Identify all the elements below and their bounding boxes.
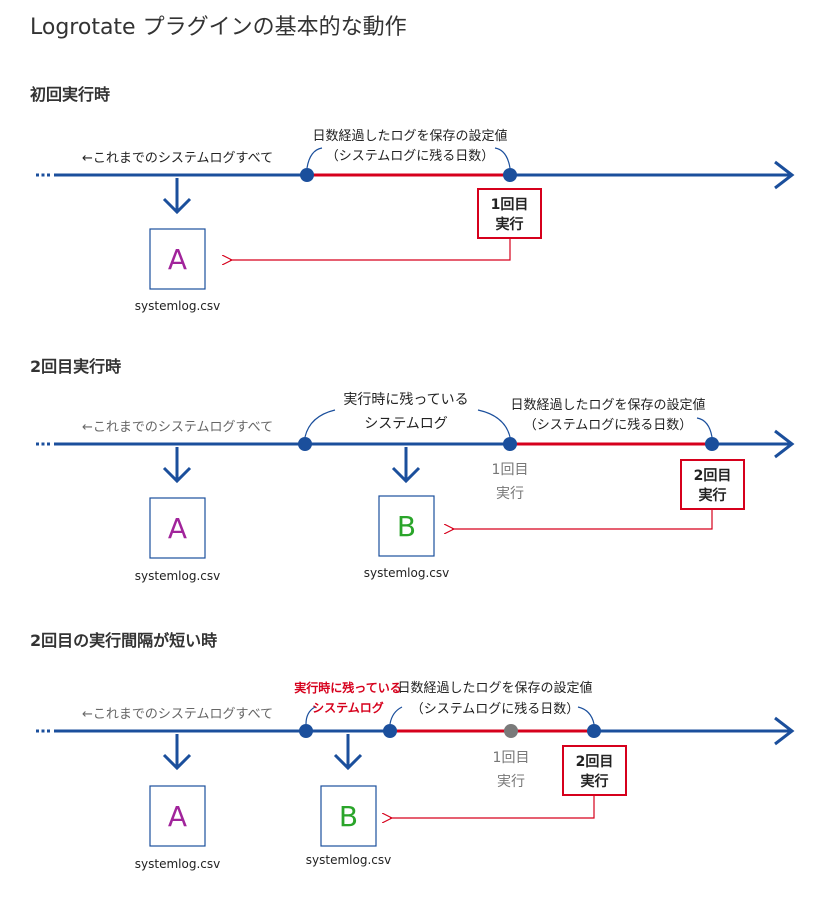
timeline-dot xyxy=(299,724,313,738)
bracket-curve-icon xyxy=(696,417,713,438)
bracket-curve-icon xyxy=(305,706,316,725)
all-logs-label: ←これまでのシステムログすべて xyxy=(82,151,273,166)
retention-sublabel: （システムログに残る日数） xyxy=(411,702,580,717)
run-sublabel: 実行 xyxy=(496,216,524,233)
bracket-curve-icon xyxy=(306,147,323,169)
run-label: 2回目 xyxy=(694,468,732,484)
section-initial-run: 初回実行時 ←これまでのシステムログすべて 日数経過したログを保存の設定値 （シ… xyxy=(30,85,795,313)
run-sublabel: 実行 xyxy=(699,487,727,504)
timeline-dot xyxy=(298,437,312,451)
file-name: systemlog.csv xyxy=(135,299,220,313)
file-box xyxy=(378,495,435,557)
run-box xyxy=(477,188,542,239)
timeline-arrow-icon xyxy=(774,429,795,459)
bracket-curve-icon xyxy=(304,409,336,438)
section-heading: 2回目実行時 xyxy=(30,357,121,376)
file-name: systemlog.csv xyxy=(306,853,391,867)
file-letter: B xyxy=(397,510,416,543)
file-letter: A xyxy=(168,243,187,276)
section-heading: 初回実行時 xyxy=(30,85,110,104)
down-arrow-head-icon xyxy=(333,753,363,771)
file-letter: A xyxy=(168,800,187,833)
bracket-curve-icon xyxy=(389,706,403,725)
retention-label: 日数経過したログを保存の設定値 xyxy=(397,680,592,696)
timeline-dot xyxy=(503,437,517,451)
remaining-logs-sublabel: システムログ xyxy=(312,700,384,715)
timeline-dot xyxy=(503,168,517,182)
bracket-curve-icon xyxy=(477,409,511,438)
file-box xyxy=(320,785,377,847)
retention-sublabel: （システムログに残る日数） xyxy=(524,418,693,433)
down-arrow-head-icon xyxy=(162,197,192,215)
remaining-logs-sublabel: システムログ xyxy=(364,416,448,432)
retention-label: 日数経過したログを保存の設定値 xyxy=(510,397,705,413)
timeline-arrow-icon xyxy=(774,160,795,190)
previous-run-sublabel: 実行 xyxy=(497,774,525,790)
bracket-curve-icon xyxy=(494,147,511,169)
down-arrow-head-icon xyxy=(162,466,192,484)
file-box xyxy=(149,497,206,559)
file-name: systemlog.csv xyxy=(135,569,220,583)
run-box xyxy=(680,459,745,510)
run-label: 2回目 xyxy=(576,754,614,770)
page-title: Logrotate プラグインの基本的な動作 xyxy=(30,15,407,40)
retention-label: 日数経過したログを保存の設定値 xyxy=(312,128,507,144)
all-logs-label: ←これまでのシステムログすべて xyxy=(82,420,273,435)
file-name: systemlog.csv xyxy=(135,857,220,871)
timeline-dot xyxy=(383,724,397,738)
remaining-logs-label: 実行時に残っている xyxy=(343,392,468,408)
output-arrow-icon xyxy=(452,509,713,529)
file-name: systemlog.csv xyxy=(364,566,449,580)
previous-run-sublabel: 実行 xyxy=(496,486,524,502)
timeline-dot xyxy=(587,724,601,738)
run-label: 1回目 xyxy=(491,197,529,213)
timeline-dot xyxy=(705,437,719,451)
down-arrow-head-icon xyxy=(391,466,421,484)
timeline-dot xyxy=(300,168,314,182)
all-logs-label: ←これまでのシステムログすべて xyxy=(82,707,273,722)
remaining-logs-label: 実行時に残っている xyxy=(294,680,401,695)
file-letter: A xyxy=(168,512,187,545)
run-sublabel: 実行 xyxy=(581,773,609,790)
file-letter: B xyxy=(339,800,358,833)
file-box xyxy=(149,228,206,290)
bracket-curve-icon xyxy=(577,706,595,725)
section-heading: 2回目の実行間隔が短い時 xyxy=(30,631,217,650)
timeline-dot-gray xyxy=(504,724,518,738)
output-arrow-icon xyxy=(390,795,595,818)
previous-run-label: 1回目 xyxy=(493,750,530,766)
output-arrow-icon xyxy=(230,238,511,260)
down-arrow-head-icon xyxy=(162,753,192,771)
section-short-interval: 2回目の実行間隔が短い時 ←これまでのシステムログすべて 実行時に残っている シ… xyxy=(30,631,795,871)
file-box xyxy=(149,785,206,847)
timeline-arrow-icon xyxy=(774,716,795,746)
section-second-run: 2回目実行時 ←これまでのシステムログすべて 実行時に残っている システムログ … xyxy=(30,357,795,583)
previous-run-label: 1回目 xyxy=(492,462,529,478)
retention-sublabel: （システムログに残る日数） xyxy=(326,149,495,164)
